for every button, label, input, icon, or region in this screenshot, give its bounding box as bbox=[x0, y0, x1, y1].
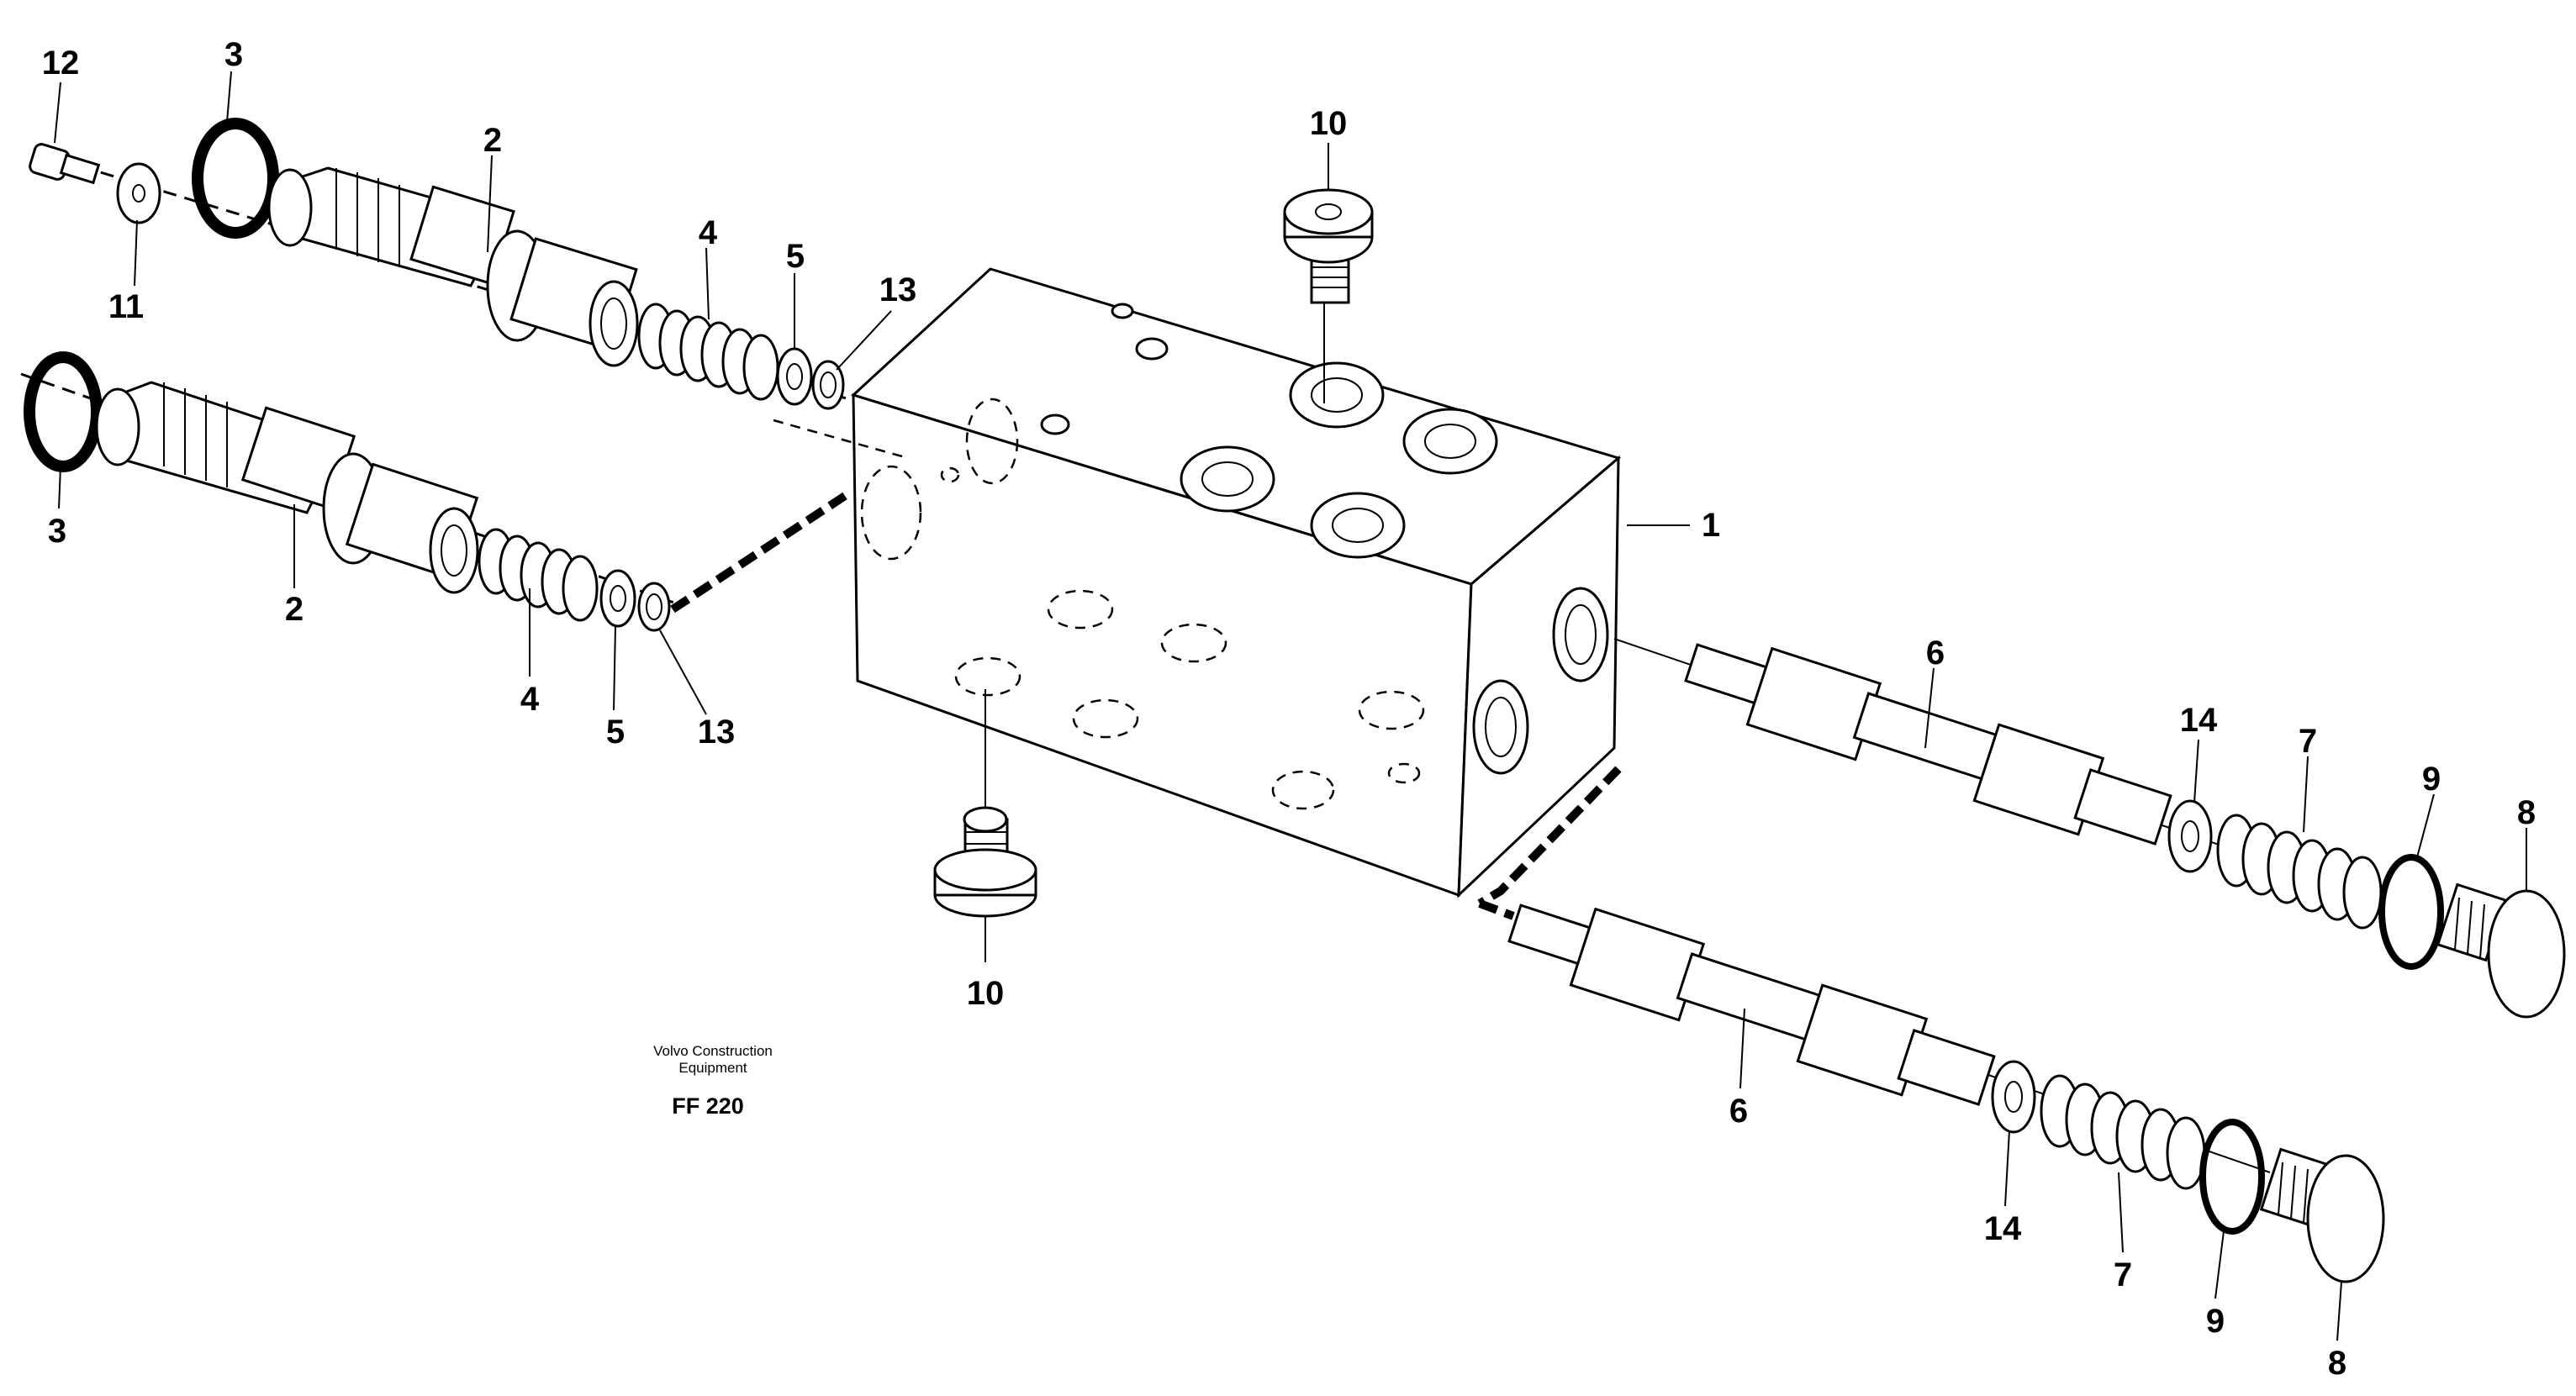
label-13-upper: 13 bbox=[879, 271, 917, 308]
label-6-upper: 6 bbox=[1926, 635, 1945, 672]
upper-left-assembly bbox=[29, 118, 909, 460]
caption-company: Volvo Construction bbox=[653, 1043, 773, 1059]
figure-code: FF 220 bbox=[672, 1093, 744, 1119]
upper-right-assembly bbox=[1613, 638, 2566, 1019]
leader-lines bbox=[54, 71, 2527, 1341]
top-plug bbox=[1283, 188, 1374, 403]
label-11: 11 bbox=[108, 288, 144, 325]
label-8-lower: 8 bbox=[2328, 1345, 2346, 1382]
label-14-upper: 14 bbox=[2180, 702, 2218, 739]
label-9-lower: 9 bbox=[2206, 1303, 2225, 1340]
caption-equipment: Equipment bbox=[678, 1060, 747, 1076]
lower-right-assembly bbox=[1477, 766, 2385, 1283]
label-3-upper: 3 bbox=[224, 36, 243, 73]
label-5-upper: 5 bbox=[786, 238, 805, 275]
label-6-lower: 6 bbox=[1729, 1093, 1748, 1130]
label-4-upper: 4 bbox=[699, 214, 718, 251]
label-10-top: 10 bbox=[1310, 105, 1348, 142]
label-9-upper: 9 bbox=[2422, 761, 2441, 798]
label-2-upper: 2 bbox=[483, 122, 502, 159]
label-4-lower: 4 bbox=[520, 681, 540, 718]
label-7-lower: 7 bbox=[2114, 1256, 2132, 1293]
lower-left-assembly bbox=[20, 351, 847, 632]
bottom-plug bbox=[933, 689, 1037, 918]
label-2-lower: 2 bbox=[285, 591, 304, 628]
label-1: 1 bbox=[1702, 507, 1720, 544]
label-12: 12 bbox=[42, 45, 80, 82]
label-7-upper: 7 bbox=[2299, 723, 2317, 760]
label-10-bottom: 10 bbox=[967, 975, 1005, 1012]
label-14-lower: 14 bbox=[1984, 1210, 2022, 1247]
label-13-lower: 13 bbox=[698, 714, 736, 751]
part-labels: 12 3 2 11 4 5 13 3 2 4 5 13 10 1 10 6 14… bbox=[42, 36, 2536, 1382]
label-5-lower: 5 bbox=[606, 714, 625, 751]
label-3-lower: 3 bbox=[48, 513, 66, 550]
label-8-upper: 8 bbox=[2517, 794, 2536, 831]
valve-block bbox=[851, 267, 1622, 898]
figure-caption: Volvo Construction Equipment FF 220 bbox=[653, 1043, 773, 1119]
